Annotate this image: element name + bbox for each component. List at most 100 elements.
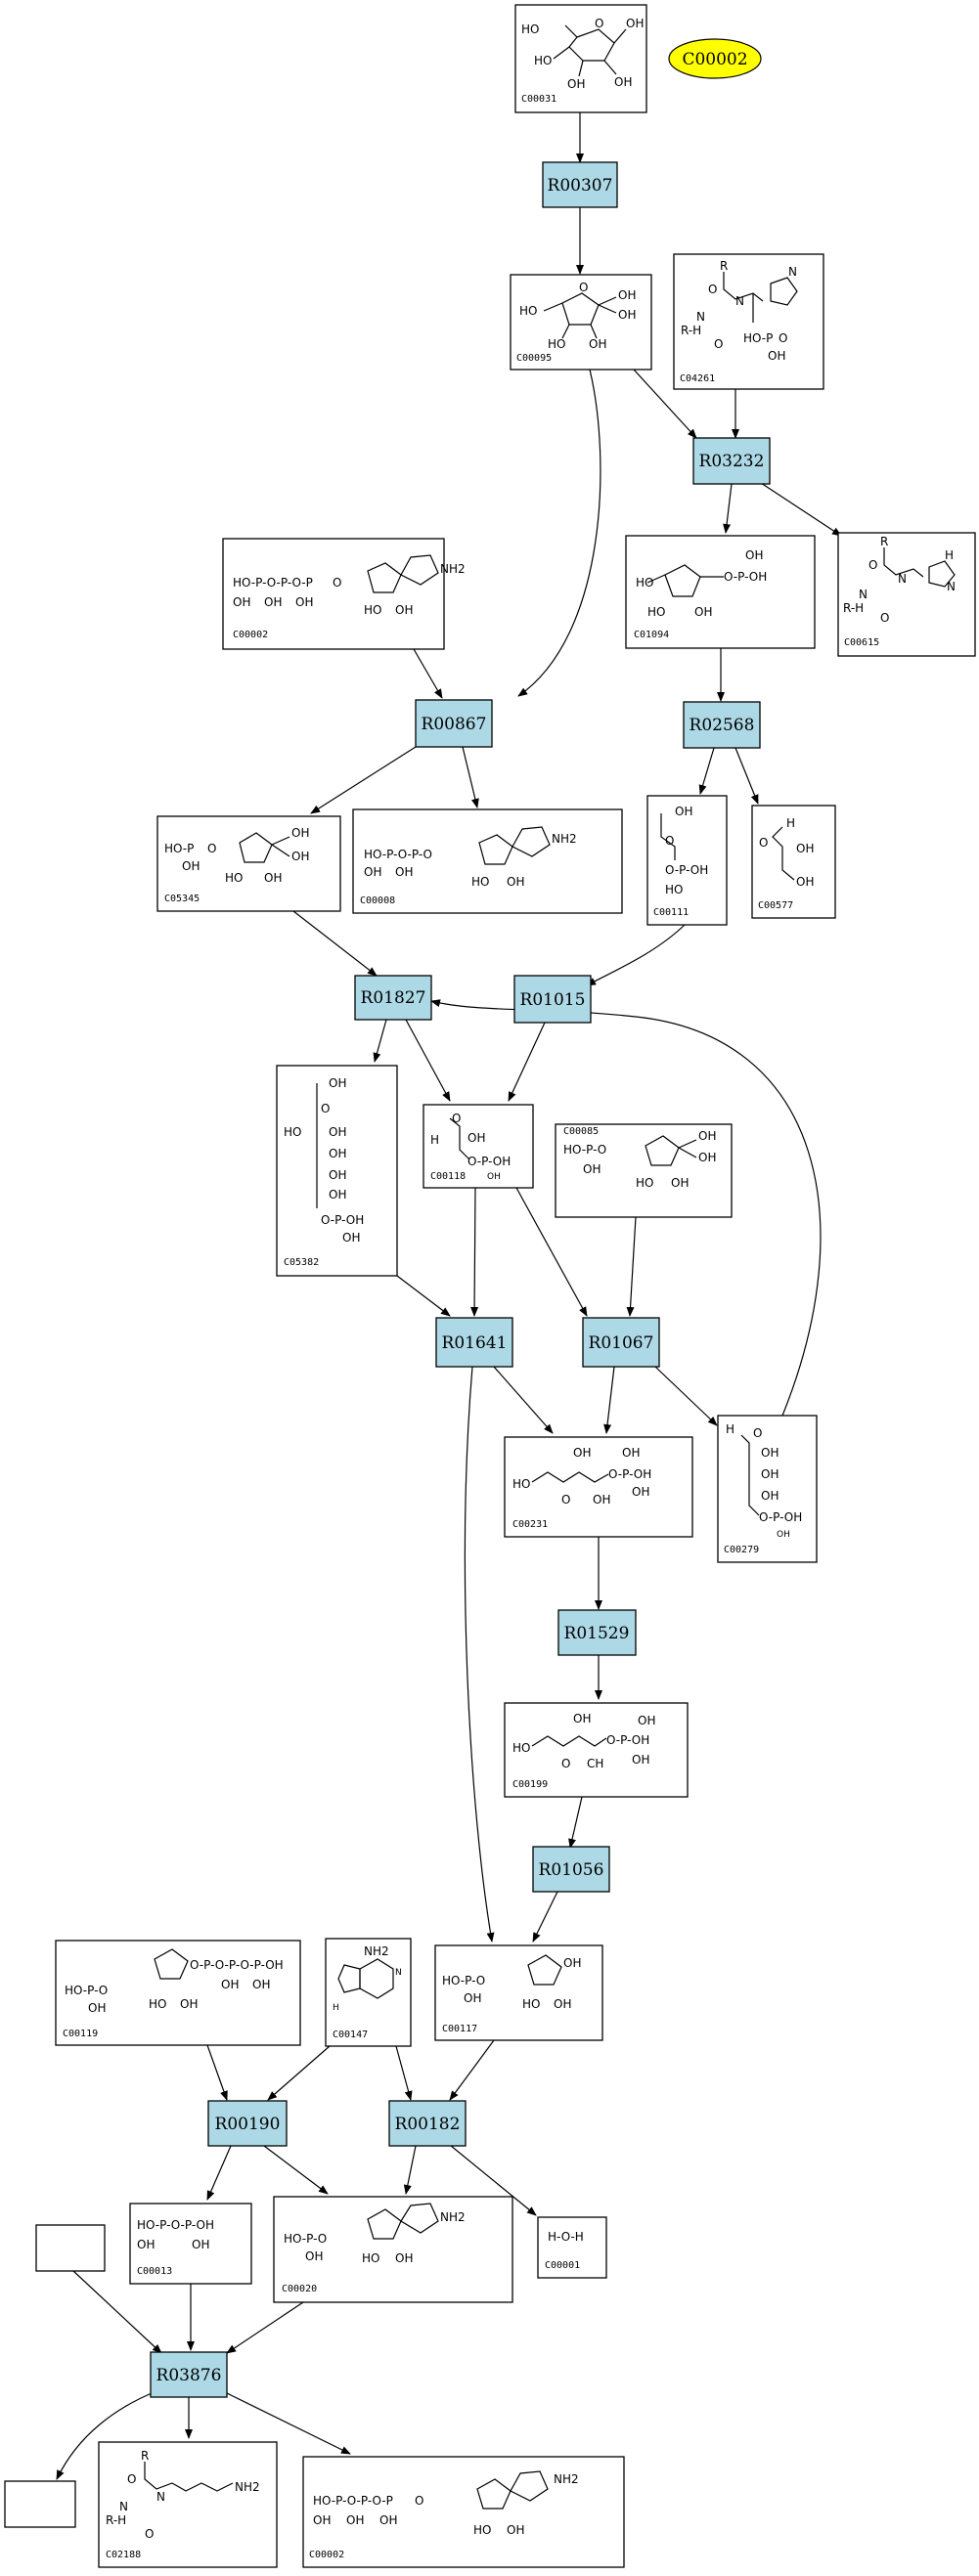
compound-c00577[interactable]: H O OH OH C00577	[751, 805, 836, 919]
chem-label: HO	[521, 22, 539, 36]
compound-id: C00231	[512, 1519, 548, 1530]
chem-label: HO-P-O	[442, 1974, 485, 1987]
compound-id: C00020	[282, 2284, 317, 2294]
reaction-r01056[interactable]: R01056	[532, 1846, 610, 1893]
chem-label: O	[207, 842, 216, 855]
reaction-r01015[interactable]: R01015	[513, 975, 592, 1024]
edge-r03232-c01094	[723, 483, 733, 534]
chem-label: O	[333, 576, 341, 589]
chem-label: OH	[507, 2523, 524, 2537]
chem-label: NH2	[440, 562, 466, 576]
chem-label: OH	[192, 2238, 209, 2251]
chem-label: HO	[471, 875, 489, 889]
chem-label: O	[579, 281, 588, 294]
compound-c00008[interactable]: HO-P-O-P-O NH2 OH OH HO OH C00008	[352, 808, 623, 914]
chem-label: NH2	[554, 2472, 579, 2486]
chem-label: N	[947, 580, 956, 593]
edge-c00199-r01056	[568, 1796, 583, 1849]
edge-c00147-r00182	[395, 2045, 413, 2101]
chem-label: O	[127, 2472, 136, 2486]
compound-c00117[interactable]: HO-P-O OH OH HO OH C00117	[434, 1944, 603, 2041]
edge-c05382-r01641	[396, 1275, 451, 1317]
chem-label: HO	[522, 1997, 540, 2011]
chem-label: OH	[622, 1446, 640, 1460]
compound-id: C00013	[137, 2266, 172, 2277]
chem-label: OH	[364, 865, 381, 879]
chem-label: O	[321, 1102, 330, 1115]
reaction-r01827[interactable]: R01827	[354, 975, 432, 1021]
chem-label: OH	[487, 1172, 501, 1182]
compound-c00279[interactable]: H O OH OH OH O-P-OH OH C00279	[717, 1415, 818, 1563]
reaction-r00190[interactable]: R00190	[207, 2100, 288, 2147]
reaction-r03876[interactable]: R03876	[150, 2351, 228, 2398]
chem-label: OH	[295, 595, 313, 609]
compound-c00118[interactable]: O H OH O-P-OH OH C00118	[423, 1104, 534, 1189]
chem-label: OH	[507, 875, 524, 889]
chem-label: OH	[264, 595, 282, 609]
chem-label: H-O-H	[548, 2230, 584, 2244]
compound-c00013[interactable]: HO-P-O-P-OH OH OH C00013	[129, 2203, 252, 2285]
compound-c02188[interactable]: R O N N R-H NH2 O C02188	[98, 2441, 278, 2568]
chem-label: HO	[636, 576, 653, 589]
compound-id: C00031	[521, 94, 556, 105]
chem-label: OH	[291, 826, 309, 840]
compound-c00615[interactable]: R O N H N N R-H O C00615	[837, 532, 976, 657]
chem-label: O	[708, 283, 717, 296]
chem-label: OH	[329, 1076, 346, 1090]
edges	[56, 112, 842, 2480]
compound-c00231[interactable]: OH OH HO O-P-OH O OH OH C00231	[504, 1436, 693, 1538]
chem-label: N	[898, 572, 907, 586]
chem-label: O-P-OH	[606, 1733, 649, 1747]
chem-label: O-P-OH	[608, 1467, 651, 1481]
compound-id: C00002	[233, 630, 268, 640]
compound-c05345[interactable]: HO-P O OH OH OH HO OH C05345	[156, 815, 341, 912]
chem-label: HO	[225, 871, 243, 885]
compound-c00119[interactable]: HO-P-O O-P-O-P-O-P-OH OH OH OH HO OH C00…	[55, 1940, 301, 2046]
chem-label: OH	[137, 2238, 155, 2251]
chem-label: OH	[589, 337, 606, 351]
compound-c01094[interactable]: HO O-P-OH OH HO OH C01094	[625, 535, 816, 649]
compound-c00020[interactable]: HO-P-O NH2 OH HO OH C00020	[273, 2196, 513, 2303]
blank-compound-bottom[interactable]	[4, 2480, 76, 2528]
reaction-r01067[interactable]: R01067	[582, 1317, 660, 1368]
chem-label: OH	[698, 1129, 716, 1143]
compound-c00095[interactable]: HO OH OH HO OH O C00095	[510, 274, 652, 371]
chem-label: HO-P-O-P-O-P	[313, 2494, 393, 2508]
chem-label: OH	[632, 1485, 649, 1499]
reaction-label: R01529	[564, 1624, 630, 1643]
reaction-label: R00190	[215, 2115, 281, 2134]
reaction-r03232[interactable]: R03232	[692, 437, 771, 485]
chem-label: HO	[149, 1997, 166, 2011]
reaction-r00182[interactable]: R00182	[388, 2100, 467, 2147]
compound-c00031[interactable]: HO OH HO OH OH O C00031	[514, 4, 647, 113]
chem-label: OH	[796, 842, 814, 855]
reaction-r01641[interactable]: R01641	[435, 1317, 513, 1368]
compound-c00111[interactable]: OH O O-P-OH HO C00111	[646, 795, 728, 926]
chem-label: HO-P-O	[284, 2232, 327, 2246]
chem-label: R-H	[106, 2513, 126, 2527]
chem-label: OH	[252, 1978, 270, 1991]
reaction-r00867[interactable]: R00867	[415, 699, 493, 748]
chem-label: OH	[761, 1446, 779, 1460]
compound-c00199[interactable]: OH OH HO O-P-OH O CH OH C00199	[504, 1702, 689, 1798]
compound-c00002-mid[interactable]: HO-P-O-P-O-P O NH2 OH OH OH HO OH C00002	[222, 538, 466, 650]
reaction-r00307[interactable]: R00307	[542, 161, 618, 208]
compound-c00085[interactable]: HO-P-O OH OH OH HO OH C00085	[555, 1123, 733, 1218]
chem-label: H	[430, 1133, 439, 1147]
edge-c00111-r01015	[586, 924, 686, 986]
reaction-r02568[interactable]: R02568	[683, 701, 761, 749]
reaction-label: R01641	[442, 1333, 508, 1353]
chem-label: O-P-O-P-O-P-OH	[190, 1958, 284, 1972]
compound-id: C00577	[758, 900, 793, 911]
compound-c05382[interactable]: OH O HO OH OH OH OH O-P-OH OH C05382	[276, 1065, 398, 1277]
compound-c00001[interactable]: H-O-H C00001	[537, 2216, 607, 2279]
blank-compound-top[interactable]	[35, 2224, 106, 2272]
reaction-r01529[interactable]: R01529	[557, 1609, 637, 1656]
compound-id: C00008	[360, 895, 395, 906]
chem-label: OH	[632, 1753, 649, 1767]
compound-c00147[interactable]: NH2 N H C00147	[325, 1938, 412, 2047]
compound-c04261[interactable]: R O N N N R-H O HO-P O OH C04261	[673, 253, 824, 390]
chem-label: OH	[583, 1162, 601, 1176]
edge-c00119-r00190	[206, 2044, 228, 2101]
compound-c00002-bottom[interactable]: HO-P-O-P-O-P O NH2 OH OH OH HO OH C00002	[302, 2456, 625, 2568]
